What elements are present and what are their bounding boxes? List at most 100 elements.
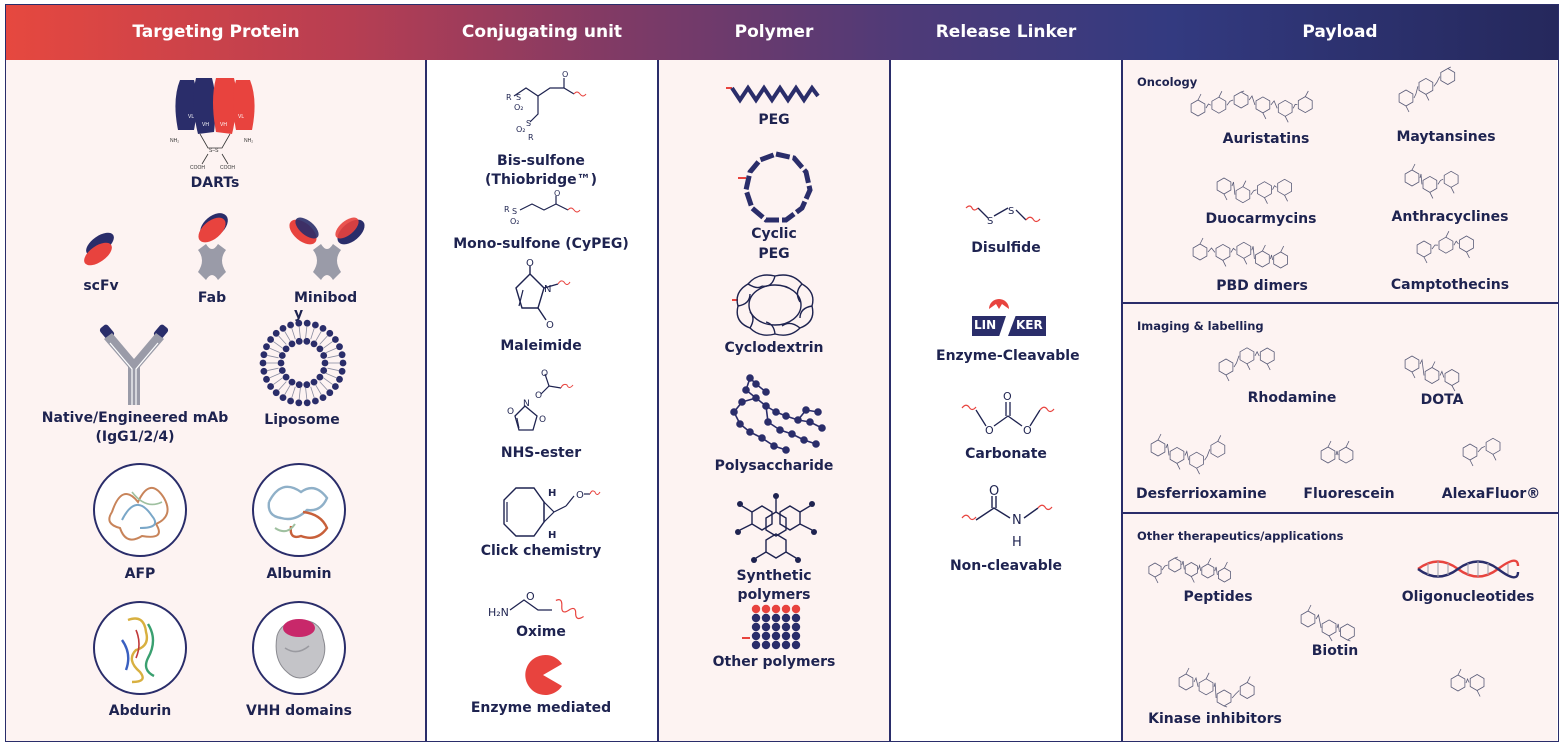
label-liposome: Liposome: [264, 412, 340, 428]
desferrioxamine-structure: [1150, 433, 1226, 475]
svg-text:COOH: COOH: [190, 165, 205, 171]
svg-text:O: O: [541, 369, 548, 379]
carbonate-structure: O O O: [961, 390, 1055, 437]
label-fab: Fab: [197, 290, 227, 306]
label-oligonucleotides: Oligonucleotides: [1401, 589, 1535, 605]
nhs-ester-structure: O O N O O: [507, 369, 574, 431]
svg-text:O: O: [507, 407, 514, 417]
header-release-linker: Release Linker: [935, 22, 1077, 42]
linker-left-text: LIN: [974, 318, 997, 332]
svg-text:O: O: [526, 590, 535, 603]
column-release-linker: [890, 60, 1121, 741]
label-maytansines: Maytansines: [1396, 129, 1496, 145]
svg-text:O₂: O₂: [510, 217, 520, 226]
albumin-structure-icon: [252, 463, 346, 557]
svg-text:O: O: [985, 424, 994, 437]
svg-text:O: O: [576, 490, 584, 501]
header-payload: Payload: [1302, 22, 1378, 42]
svg-text:H: H: [1012, 535, 1022, 550]
rhodamine-structure: [1218, 347, 1275, 382]
svg-text:N: N: [544, 284, 551, 295]
label-minibody-line2: y: [294, 306, 304, 322]
label-desferrioxamine: Desferrioxamine: [1136, 486, 1267, 502]
svg-text:NH₂: NH₂: [244, 138, 253, 144]
label-bis-sulfone-line1: Bis-sulfone: [497, 153, 585, 169]
duocarmycins-structure: [1216, 177, 1292, 204]
cyclodextrin-icon: [732, 274, 814, 336]
label-auristatins: Auristatins: [1222, 131, 1310, 147]
svg-text:S–S: S–S: [209, 148, 219, 154]
polysaccharide-icon: [730, 374, 826, 454]
kinase-inhibitor-structure-2: [1450, 668, 1485, 697]
dota-structure: [1404, 355, 1460, 392]
label-pbd-dimers: PBD dimers: [1216, 278, 1308, 294]
afp-structure-icon: [93, 463, 187, 557]
label-dota: DOTA: [1420, 392, 1464, 408]
label-nhs-ester: NHS-ester: [500, 445, 582, 461]
label-carbonate: Carbonate: [965, 446, 1047, 462]
linker-right-text: KER: [1016, 318, 1043, 332]
peptides-structure: [1148, 556, 1231, 584]
label-other-polymers: Other polymers: [712, 654, 836, 670]
svg-text:O₂: O₂: [514, 103, 524, 112]
fluorescein-structure: [1320, 440, 1354, 464]
header-polymer: Polymer: [734, 22, 814, 42]
label-afp: AFP: [124, 566, 156, 582]
payload-section-divider: [1122, 302, 1558, 304]
enzyme-icon: [525, 655, 562, 695]
mono-sulfone-structure: R S O₂ O: [504, 189, 581, 226]
scfv-icon: [84, 232, 114, 266]
label-abdurin: Abdurin: [108, 703, 172, 719]
svg-text:N: N: [1012, 513, 1022, 528]
abdurin-structure-icon: [93, 601, 187, 695]
label-disulfide: Disulfide: [971, 240, 1041, 256]
header-bar: [6, 5, 1558, 60]
label-cyclic-peg-line1: Cyclic: [751, 226, 797, 242]
svg-text:H: H: [548, 488, 556, 499]
svg-text:R: R: [506, 93, 512, 102]
click-chemistry-structure: H H O: [503, 487, 601, 541]
alexafluor-structure: [1462, 437, 1501, 467]
svg-text:COOH: COOH: [220, 165, 235, 171]
column-targeting-protein: [6, 60, 425, 741]
mab-icon: [99, 324, 169, 405]
svg-text:S: S: [987, 216, 993, 227]
label-maleimide: Maleimide: [500, 338, 582, 354]
svg-text:O: O: [535, 391, 542, 401]
svg-text:O: O: [1003, 390, 1012, 403]
label-click-chemistry: Click chemistry: [480, 543, 602, 559]
label-camptothecins: Camptothecins: [1390, 277, 1510, 293]
label-vhh-domains: VHH domains: [246, 703, 352, 719]
label-rhodamine: Rhodamine: [1247, 390, 1337, 406]
svg-text:R: R: [528, 133, 534, 142]
label-peg: PEG: [758, 112, 790, 128]
label-albumin: Albumin: [266, 566, 332, 582]
svg-text:O₂: O₂: [516, 125, 526, 134]
svg-text:S: S: [526, 119, 531, 128]
label-darts: DARTs: [190, 175, 240, 191]
vhh-structure-icon: [252, 601, 346, 695]
label-mono-sulfone: Mono-sulfone (CyPEG): [453, 236, 629, 252]
svg-text:O: O: [554, 189, 560, 198]
label-synthetic-polymers-line2: polymers: [737, 587, 811, 603]
svg-text:R: R: [504, 205, 510, 214]
svg-text:O: O: [539, 415, 546, 425]
oligonucleotide-helix-icon: [1417, 559, 1520, 579]
kinase-inhibitor-structure-1: [1178, 667, 1255, 708]
label-mab-line1: Native/Engineered mAb: [41, 410, 229, 426]
label-kinase-inhibitors: Kinase inhibitors: [1148, 711, 1282, 727]
svg-text:O: O: [562, 70, 568, 79]
svg-text:O: O: [989, 484, 999, 499]
auristatins-structure: [1190, 90, 1313, 123]
svg-text:VL: VL: [188, 114, 194, 120]
synthetic-polymer-icon: [735, 493, 817, 563]
label-cyclodextrin: Cyclodextrin: [724, 340, 824, 356]
darts-diagram: VL VH VH VL NH₂ NH₂ S–S COOH COOH: [170, 78, 255, 171]
svg-text:O: O: [546, 320, 554, 331]
column-divider: [1121, 60, 1123, 741]
fab-icon: [198, 213, 228, 280]
anthracyclines-structure: [1404, 163, 1459, 199]
label-duocarmycins: Duocarmycins: [1205, 211, 1317, 227]
svg-text:VL: VL: [238, 114, 244, 120]
label-enzyme-cleavable: Enzyme-Cleavable: [936, 348, 1080, 364]
